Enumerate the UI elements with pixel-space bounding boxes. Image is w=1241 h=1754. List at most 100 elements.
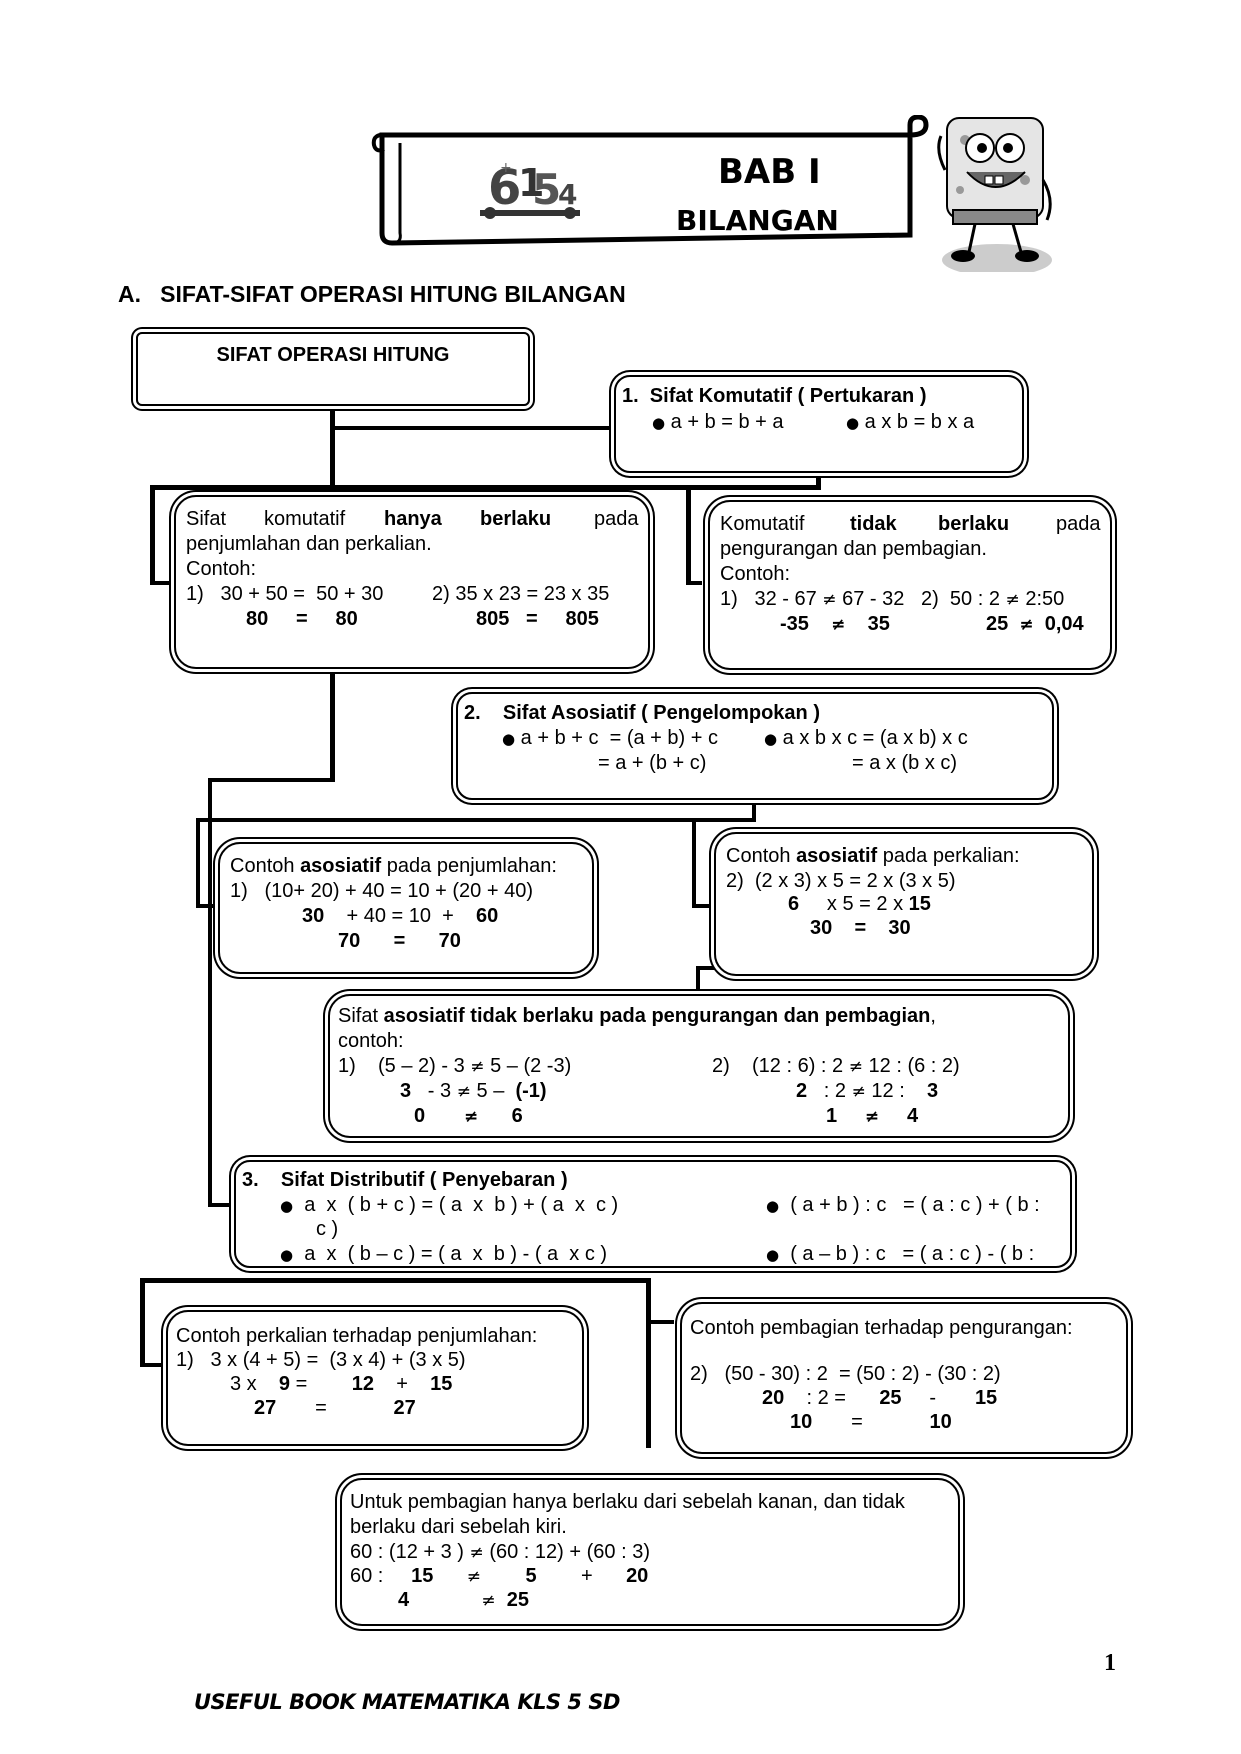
pembagian-note-box: Untuk pembagian hanya berlaku dari sebel… [340, 1478, 960, 1626]
bullet-icon: ● [280, 1246, 294, 1264]
text: - [929, 1387, 937, 1409]
math-numbers-logo-icon: 6 1 5 4 + [480, 160, 580, 219]
asosiatif-penjumlahan-box: Contoh asosiatif pada penjumlahan: 1) (1… [218, 842, 594, 974]
text: Contoh pembagian terhadap pengurangan: [690, 1317, 1073, 1339]
not-equal-icon: ≠ [822, 590, 837, 610]
result-1b: 35 [867, 613, 890, 635]
root-box: SIFAT OPERASI HITUNG [136, 332, 530, 406]
bullet-icon: ● [766, 1197, 780, 1215]
text: 60 : [350, 1565, 384, 1587]
text: berlaku dari sebelah kiri. [350, 1516, 567, 1538]
svg-text:6: 6 [488, 160, 521, 216]
komutatif-formula-add: a + b = b + a [670, 411, 784, 433]
text: Contoh perkalian terhadap penjumlahan: [176, 1325, 538, 1347]
section-heading: A. SIFAT-SIFAT OPERASI HITUNG BILANGAN [118, 281, 626, 307]
text: 2 [796, 1080, 808, 1102]
result: 70 = 70 [338, 930, 461, 952]
distributif-formula-1-cont: c ) [316, 1218, 339, 1240]
komutatif-tidak-box: Komutatif tidak berlaku pada pengurangan… [708, 500, 1112, 670]
result-2b: 0,04 [1044, 613, 1084, 635]
asosiatif-formula-add: a + b + c = (a + b) + c [520, 727, 718, 749]
text: asosiatif tidak berlaku pada pengurangan… [383, 1005, 931, 1027]
bullet-icon: ● [766, 1246, 780, 1264]
text: 5 – [476, 1080, 505, 1102]
text: , [930, 1005, 936, 1027]
text: + 40 = 10 + [346, 905, 454, 927]
text: 5 [525, 1565, 537, 1587]
text: 9 [278, 1373, 291, 1395]
komutatif-berlaku-box: Sifat komutatif hanya berlaku pada penju… [174, 495, 650, 669]
not-equal-icon: ≠ [831, 615, 846, 635]
text: 27 [254, 1397, 277, 1419]
text: hanya [384, 508, 442, 530]
text: 4 [398, 1589, 410, 1611]
example: 2) (2 x 3) x 5 = 2 x (3 x 5) [726, 870, 956, 892]
distributif-pembagian-box: Contoh pembagian terhadap pengurangan: 2… [680, 1302, 1128, 1454]
bullet-icon: ● [652, 414, 666, 432]
text: Untuk pembagian hanya berlaku dari sebel… [350, 1491, 905, 1513]
text: 12 : [871, 1080, 905, 1102]
text: = [295, 1373, 308, 1395]
text: 30 [302, 905, 325, 927]
not-equal-icon: ≠ [864, 1107, 880, 1127]
result-1: 80 = 80 [246, 608, 358, 630]
not-equal-icon: ≠ [481, 1591, 496, 1611]
text: Contoh: [720, 563, 791, 585]
text: 1 [826, 1105, 838, 1127]
not-equal-icon: ≠ [464, 1107, 479, 1127]
text: 20 [626, 1565, 649, 1587]
text: Sifat [186, 508, 227, 530]
example-right: 2:50 [1025, 588, 1065, 610]
text: (60 : 12) + (60 : 3) [489, 1541, 650, 1563]
result: 30 = 30 [810, 917, 911, 939]
text: pengurangan dan pembagian. [720, 538, 987, 560]
text: = [315, 1397, 327, 1419]
asosiatif-formula-mul-2: = a x (b x c) [852, 752, 958, 774]
text: komutatif [264, 508, 346, 530]
text: berlaku [938, 513, 1010, 535]
asosiatif-perkalian-box: Contoh asosiatif pada perkalian: 2) (2 x… [714, 832, 1094, 976]
svg-text:4: 4 [558, 178, 577, 211]
text: Contoh [726, 845, 797, 867]
bullet-icon: ● [502, 730, 516, 748]
example: 2) (50 - 30) : 2 = (50 : 2) - (30 : 2) [690, 1363, 1001, 1385]
example-2: 2) 35 x 23 = 23 x 35 [432, 583, 610, 605]
text: 27 [393, 1397, 416, 1419]
text: 60 [476, 905, 499, 927]
text: 15 [908, 893, 931, 915]
text: 25 [879, 1387, 902, 1409]
bullet-icon: ● [846, 414, 860, 432]
text: 15 [430, 1373, 453, 1395]
asosiatif-formula-mul: a x b x c = (a x b) x c [782, 727, 968, 749]
text: 60 : (12 + 3 ) [350, 1541, 464, 1563]
asosiatif-formula-add-2: = a + (b + c) [598, 752, 707, 774]
text: : 2 = [806, 1387, 846, 1409]
not-equal-icon: ≠ [470, 1057, 485, 1077]
root-box-label: SIFAT OPERASI HITUNG [216, 344, 450, 366]
text: tidak [850, 513, 897, 535]
text: pada [1056, 513, 1101, 535]
chapter-title: BILANGAN [676, 204, 839, 237]
bullet-icon: ● [764, 730, 778, 748]
text: - 3 [427, 1080, 452, 1102]
text: asosiatif [796, 845, 878, 867]
svg-text:+: + [500, 160, 512, 176]
text: (-1) [515, 1080, 547, 1102]
example-1-right: 5 – (2 -3) [490, 1055, 572, 1077]
text: berlaku [480, 508, 552, 530]
page-number: 1 [1104, 1650, 1116, 1676]
example-1-left: 1) (5 – 2) - 3 [338, 1055, 465, 1077]
text: Komutatif [720, 513, 805, 535]
text: pada penjumlahan: [381, 855, 557, 877]
text: 20 [762, 1387, 785, 1409]
text: + [581, 1565, 593, 1587]
text: + [396, 1373, 408, 1395]
text: 3 [927, 1080, 939, 1102]
distributif-title: 3. Sifat Distributif ( Penyebaran ) [242, 1169, 568, 1191]
text: 3 x [230, 1373, 257, 1395]
scroll-banner-shape [371, 115, 929, 246]
not-equal-icon: ≠ [1019, 615, 1034, 635]
not-equal-icon: ≠ [469, 1543, 484, 1563]
not-equal-icon: ≠ [1005, 590, 1020, 610]
example-left: 1) 32 - 67 [720, 588, 817, 610]
